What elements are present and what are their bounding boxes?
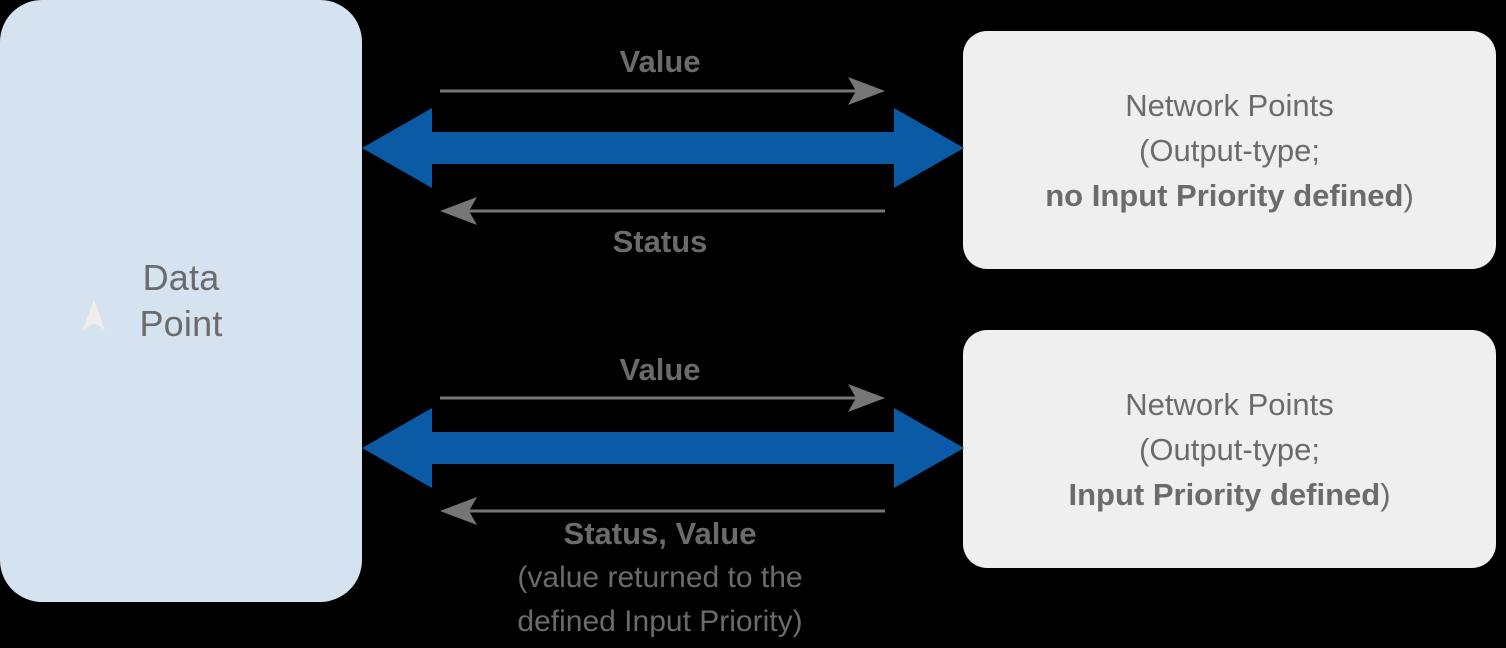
network-bottom-line-3-bold: Input Priority defined (1068, 476, 1381, 512)
flow-label-status-value-bottom: Status, Value (value returned to the def… (360, 512, 960, 644)
network-top-line-3-bold: no Input Priority defined (1045, 177, 1404, 213)
flow-arrow-value-bottom (440, 383, 885, 413)
network-top-line-1: Network Points (1125, 87, 1334, 123)
flow-label-note-line-2: defined Input Priority) (517, 605, 803, 638)
network-top-line-3-tail: ) (1403, 177, 1414, 213)
network-bottom-line-3-tail: ) (1380, 476, 1391, 512)
bidirectional-link-bottom (362, 406, 964, 490)
flow-label-value-bottom: Value (619, 352, 701, 387)
flow-label-status-top: Status (612, 224, 708, 259)
flow-label-status-value-main: Status, Value (563, 516, 757, 551)
flow-arrow-value-top (440, 76, 885, 106)
flow-arrow-status-bottom (440, 496, 885, 526)
data-point-label: Data Point (83, 255, 223, 347)
network-points-label-bottom: Network Points (Output-type; Input Prior… (1068, 382, 1390, 517)
bidirectional-link-top (362, 106, 964, 190)
network-top-line-2: (Output-type; (1139, 132, 1320, 168)
network-bottom-line-3: Input Priority defined) (1068, 472, 1390, 517)
network-points-box-with-priority[interactable]: Network Points (Output-type; Input Prior… (963, 330, 1496, 568)
flow-label-note-line-1: (value returned to the (517, 561, 803, 594)
data-point-line-1: Data (142, 257, 220, 298)
network-points-box-no-priority[interactable]: Network Points (Output-type; no Input Pr… (963, 31, 1496, 269)
network-bottom-line-1: Network Points (1125, 386, 1334, 422)
flow-label-value-top: Value (619, 44, 701, 79)
cursor-arrow-icon (81, 297, 107, 331)
data-point-box[interactable]: Data Point (0, 0, 362, 602)
data-point-line-2: Point (139, 303, 223, 344)
flow-arrow-status-top (440, 196, 885, 226)
network-top-line-3: no Input Priority defined) (1045, 173, 1414, 218)
network-points-label-top: Network Points (Output-type; no Input Pr… (1045, 83, 1414, 218)
network-bottom-line-2: (Output-type; (1139, 431, 1320, 467)
